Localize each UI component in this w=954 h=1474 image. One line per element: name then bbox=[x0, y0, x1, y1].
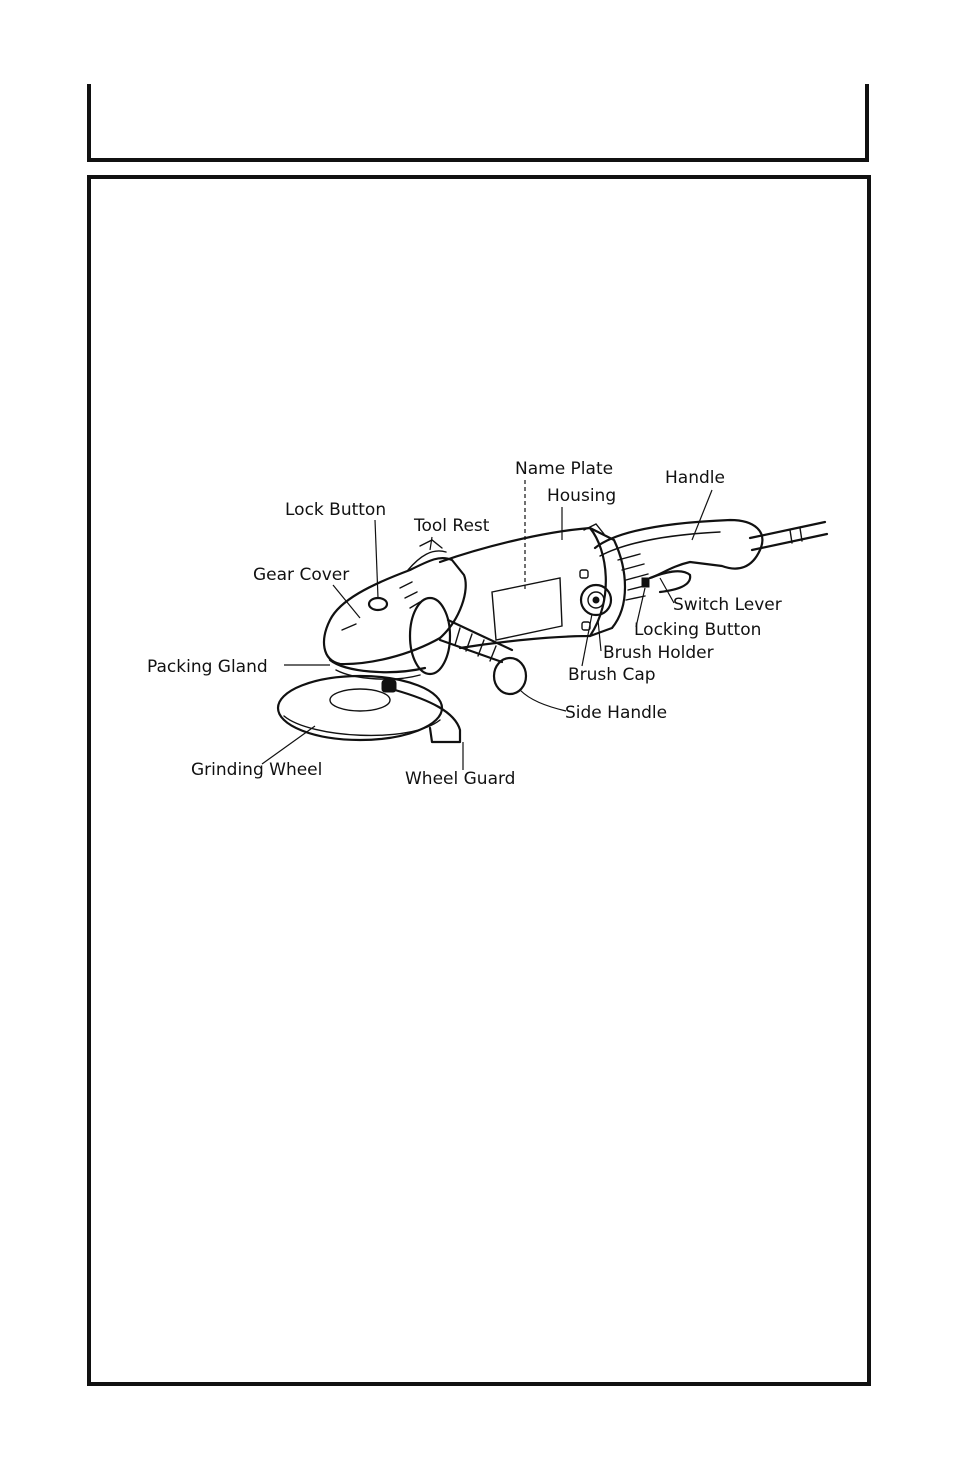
label-tool-rest: Tool Rest bbox=[413, 516, 490, 536]
label-wheel-guard: Wheel Guard bbox=[405, 769, 515, 789]
label-housing: Housing bbox=[547, 486, 616, 506]
label-name-plate: Name Plate bbox=[515, 459, 613, 479]
label-grinding-wheel: Grinding Wheel bbox=[191, 760, 322, 780]
label-brush-holder: Brush Holder bbox=[603, 643, 714, 663]
label-brush-cap: Brush Cap bbox=[568, 665, 656, 685]
label-switch-lever: Switch Lever bbox=[673, 595, 782, 615]
label-lock-button: Lock Button bbox=[285, 500, 386, 520]
label-locking-button: Locking Button bbox=[634, 620, 761, 640]
label-packing-gland: Packing Gland bbox=[147, 657, 268, 677]
label-handle: Handle bbox=[665, 468, 725, 488]
label-gear-cover: Gear Cover bbox=[253, 565, 349, 585]
label-side-handle: Side Handle bbox=[565, 703, 667, 723]
part-labels: Name Plate Housing Handle Lock Button To… bbox=[147, 459, 782, 789]
